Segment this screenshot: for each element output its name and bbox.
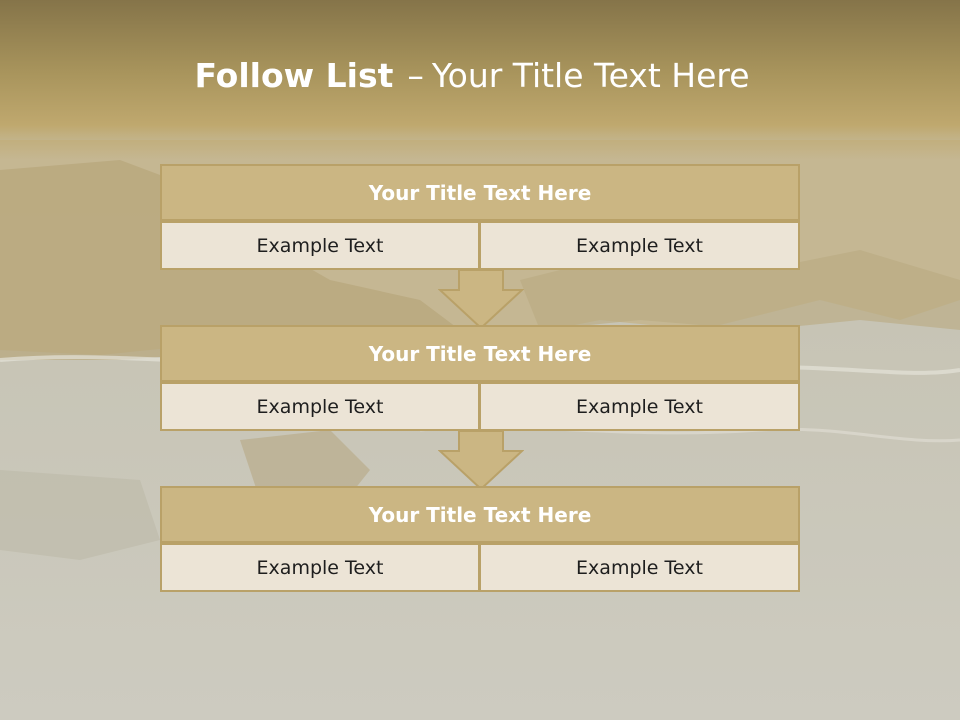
block-cell-right[interactable]: Example Text xyxy=(480,221,800,270)
block-cell-left[interactable]: Example Text xyxy=(160,221,480,270)
block-cell-left[interactable]: Example Text xyxy=(160,382,480,431)
down-arrow-icon xyxy=(438,431,524,491)
down-arrow-icon xyxy=(438,270,524,330)
slide-title-rest: Your Title Text Here xyxy=(431,56,750,95)
block-cell-right[interactable]: Example Text xyxy=(480,543,800,592)
list-block-3: Your Title Text Here Example Text Exampl… xyxy=(160,486,800,592)
block-title[interactable]: Your Title Text Here xyxy=(160,164,800,221)
slide-title-dash: – xyxy=(407,56,424,95)
list-block-2: Your Title Text Here Example Text Exampl… xyxy=(160,325,800,431)
block-title[interactable]: Your Title Text Here xyxy=(160,486,800,543)
block-title[interactable]: Your Title Text Here xyxy=(160,325,800,382)
title-band xyxy=(0,0,960,160)
slide-title: Follow List–Your Title Text Here xyxy=(0,52,944,100)
block-cell-left[interactable]: Example Text xyxy=(160,543,480,592)
list-block-1: Your Title Text Here Example Text Exampl… xyxy=(160,164,800,270)
slide-title-bold: Follow List xyxy=(194,56,394,95)
block-cell-right[interactable]: Example Text xyxy=(480,382,800,431)
